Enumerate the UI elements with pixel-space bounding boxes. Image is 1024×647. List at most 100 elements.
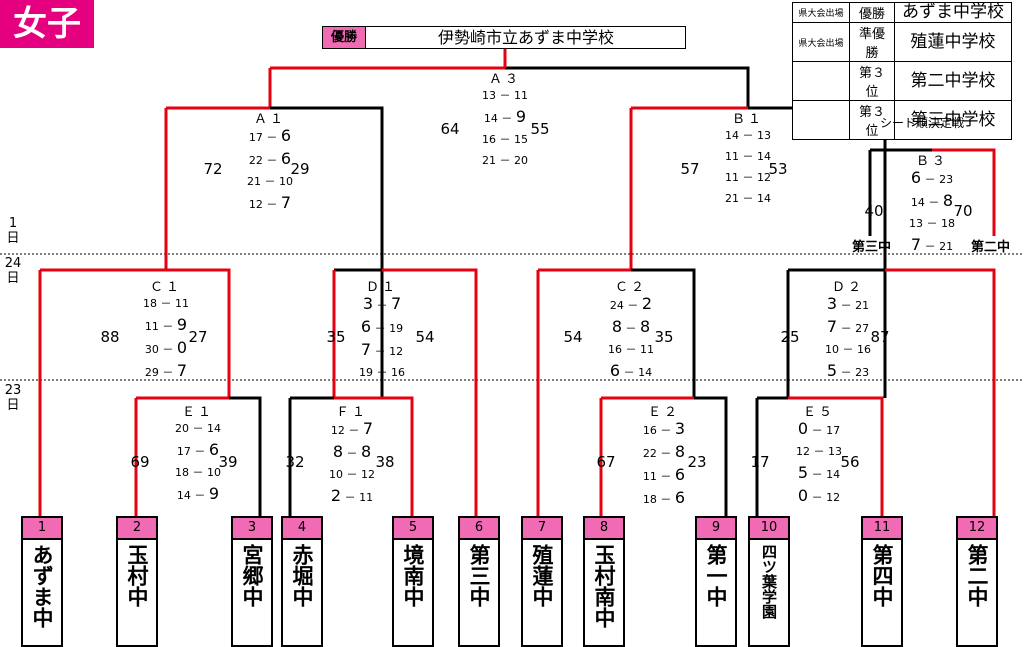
total-left: 17 [750, 453, 770, 471]
day-unit: 日 [6, 398, 20, 413]
bracket-e2-right [694, 396, 728, 516]
bracket-e1-right [229, 396, 262, 516]
set-score-left: 11 [725, 150, 739, 163]
bracket-b3-right [932, 148, 996, 236]
team-name: 第三中 [467, 544, 491, 607]
total-right: 55 [530, 120, 550, 138]
bracket-a1-right [270, 106, 384, 270]
total-left: 25 [780, 328, 800, 346]
set-score-row: 13 － 18 [909, 217, 955, 230]
set-score-row: 14 － 8 [910, 191, 954, 210]
set-score-row: 13 － 11 [482, 89, 528, 102]
team-number: 7 [523, 518, 561, 540]
team-name: 第二中 [965, 544, 989, 607]
total-right: 56 [840, 453, 860, 471]
match-label: Ｄ２ [831, 280, 864, 295]
set-score-right: 14 [638, 366, 653, 379]
set-score-row: 16 － 15 [482, 133, 528, 146]
set-score-row: 19 － 16 [359, 366, 405, 379]
set-score-row: 17 － 6 [248, 126, 292, 145]
set-score-right: 11 [359, 491, 374, 504]
set-score-row: 12 － 7 [330, 419, 374, 438]
total-left: 67 [596, 453, 616, 471]
set-score-row: 5 － 14 [797, 463, 841, 482]
team-number: 2 [118, 518, 156, 540]
champion-label: 優勝 [323, 27, 366, 48]
set-score-left: 22 [248, 154, 263, 167]
team-number: 1 [23, 518, 61, 540]
results-table: 県大会出場 優勝 あずま中学校 県大会出場 準優勝 殖蓮中学校 第３位 第二中学… [792, 2, 1012, 140]
set-score-right: 23 [939, 173, 954, 186]
set-score-right: 19 [389, 322, 404, 335]
set-score-row: 3 － 21 [826, 294, 870, 313]
set-score-left: 8 [611, 317, 622, 336]
set-score-right: 14 [757, 150, 771, 163]
set-score-right: 11 [514, 89, 528, 102]
set-score-left: 6 [910, 168, 922, 187]
set-score-right: 14 [826, 468, 841, 481]
set-score-left: 30 [144, 343, 159, 356]
category-badge: 女子 [0, 0, 94, 48]
bracket-c1-right [166, 268, 231, 398]
set-scores: 20 － 14 17 － 6 18 － 10 14 － 9 [163, 418, 233, 506]
total-left: 72 [203, 160, 223, 178]
set-score-right: 14 [757, 192, 771, 205]
results-rank: 第３位 [849, 100, 895, 140]
set-score-row: 8 － 8 [611, 317, 651, 336]
set-score-left: 10 [329, 468, 343, 481]
set-score-right: 8 [942, 191, 954, 210]
bracket-c1-left [38, 268, 166, 516]
day-unit: 日 [6, 231, 20, 246]
set-score-right: 10 [207, 466, 221, 479]
match-label: Ｂ３ [915, 154, 948, 169]
total-left: 88 [100, 328, 120, 346]
team-number: 3 [233, 518, 271, 540]
day-num: 23 [4, 383, 22, 398]
set-score-right: 12 [757, 171, 771, 184]
total-right: 35 [654, 328, 674, 346]
set-score-left: 16 [642, 424, 657, 437]
champion-box: 優勝 伊勢崎市立あずま中学校 [322, 26, 686, 49]
set-score-row: 7 － 27 [826, 317, 870, 336]
set-score-right: 8 [674, 442, 686, 461]
set-score-row: 2 － 11 [330, 486, 374, 505]
team-name: 四ツ葉学園 [760, 544, 778, 619]
set-score-right: 6 [280, 149, 292, 168]
set-score-left: 16 [608, 343, 622, 356]
team-number: 12 [958, 518, 996, 540]
set-score-left: 7 [826, 317, 838, 336]
set-score-left: 10 [825, 343, 839, 356]
day-label-23: 23 日 [2, 383, 24, 413]
set-score-right: 6 [280, 126, 292, 145]
set-score-row: 5 － 23 [826, 361, 870, 380]
set-score-left: 20 [175, 422, 189, 435]
set-score-left: 14 [176, 489, 191, 502]
set-score-row: 16 － 3 [642, 419, 686, 438]
bracket-c2-right [631, 268, 696, 398]
results-team: 殖蓮中学校 [894, 22, 1012, 62]
set-score-right: 3 [674, 419, 686, 438]
set-score-left: 21 [482, 154, 496, 167]
set-score-row: 18 － 10 [175, 466, 221, 479]
set-score-row: 10 － 16 [825, 343, 871, 356]
set-score-row: 21 － 14 [725, 192, 771, 205]
set-score-row: 14 － 9 [176, 484, 220, 503]
set-score-row: 17 － 6 [176, 440, 220, 459]
set-score-row: 22 － 6 [248, 149, 292, 168]
set-score-row: 20 － 14 [175, 422, 221, 435]
bracket-c2-left [536, 268, 631, 516]
total-right: 39 [218, 453, 238, 471]
set-score-right: 6 [674, 488, 686, 507]
set-score-left: 6 [609, 361, 621, 380]
bracket-d1-right [382, 268, 478, 516]
set-score-left: 12 [248, 198, 263, 211]
results-tag: 県大会出場 [792, 2, 850, 23]
set-score-row: 0 － 12 [797, 486, 841, 505]
